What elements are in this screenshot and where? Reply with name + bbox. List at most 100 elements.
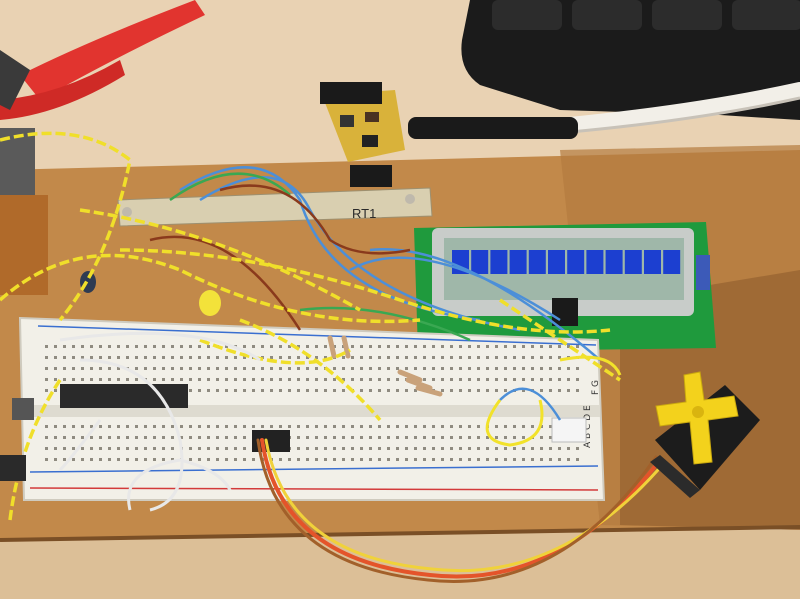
lcd-segment [624, 250, 642, 274]
breadboard-hole [198, 425, 201, 428]
breadboard-hole [216, 378, 219, 381]
breadboard-hole [297, 436, 300, 439]
breadboard-hole [306, 389, 309, 392]
breadboard-hole [378, 378, 381, 381]
breadboard-hole [369, 425, 372, 428]
breadboard-hole [315, 436, 318, 439]
breadboard-hole [189, 436, 192, 439]
breadboard-hole [225, 425, 228, 428]
breadboard-hole [243, 345, 246, 348]
breadboard-hole [342, 389, 345, 392]
breadboard-hole [558, 447, 561, 450]
breadboard-hole [324, 345, 327, 348]
breadboard-hole [495, 425, 498, 428]
breadboard-hole [567, 458, 570, 461]
breadboard-hole [198, 367, 201, 370]
breadboard-hole [72, 367, 75, 370]
breadboard-hole [306, 378, 309, 381]
breadboard-hole [216, 436, 219, 439]
breadboard-hole [468, 458, 471, 461]
push-button [12, 398, 34, 420]
breadboard-hole [126, 436, 129, 439]
breadboard-hole [297, 425, 300, 428]
keyboard-keys [492, 0, 800, 30]
breadboard-hole [396, 378, 399, 381]
breadboard-hole [459, 356, 462, 359]
breadboard-hole [360, 447, 363, 450]
breadboard-hole [81, 447, 84, 450]
breadboard-hole [306, 436, 309, 439]
breadboard-hole [216, 367, 219, 370]
breadboard-hole [414, 389, 417, 392]
breadboard-hole [522, 447, 525, 450]
breadboard-hole [333, 345, 336, 348]
breadboard-hole [549, 367, 552, 370]
breadboard-hole [135, 367, 138, 370]
breadboard-hole [279, 389, 282, 392]
breadboard-hole [207, 345, 210, 348]
breadboard-hole [549, 447, 552, 450]
breadboard-hole [351, 367, 354, 370]
breadboard-hole [396, 356, 399, 359]
breadboard-hole [207, 378, 210, 381]
servo-motor [650, 371, 760, 498]
breadboard-hole [180, 436, 183, 439]
breadboard-hole [288, 425, 291, 428]
breadboard-hole [189, 447, 192, 450]
breadboard-hole [180, 378, 183, 381]
breadboard-hole [216, 447, 219, 450]
breadboard-hole [360, 389, 363, 392]
usb-cable-white [562, 82, 800, 133]
lcd-segment [567, 250, 585, 274]
breadboard-hole [306, 356, 309, 359]
breadboard-hole [333, 378, 336, 381]
breadboard-hole [504, 378, 507, 381]
breadboard-hole [108, 367, 111, 370]
breadboard-hole [126, 345, 129, 348]
breadboard-hole [234, 436, 237, 439]
breadboard-hole [243, 378, 246, 381]
breadboard-hole [549, 356, 552, 359]
breadboard-hole [450, 458, 453, 461]
breadboard-hole [54, 458, 57, 461]
breadboard-hole [81, 345, 84, 348]
breadboard-hole [306, 345, 309, 348]
breadboard-hole [225, 356, 228, 359]
breadboard-hole [171, 378, 174, 381]
breadboard-hole [567, 389, 570, 392]
breadboard-hole [432, 367, 435, 370]
breadboard-hole [333, 447, 336, 450]
side-perfboard [0, 195, 48, 295]
breadboard-hole [495, 436, 498, 439]
breadboard-hole [108, 378, 111, 381]
breadboard-hole [396, 458, 399, 461]
row-letters-right: F G [591, 380, 601, 395]
screw-right [405, 194, 415, 204]
breadboard-hole [306, 425, 309, 428]
breadboard-hole [387, 356, 390, 359]
breadboard-hole [54, 378, 57, 381]
breadboard-hole [450, 367, 453, 370]
breadboard-hole [261, 378, 264, 381]
breadboard-hole [315, 389, 318, 392]
breadboard-hole [63, 447, 66, 450]
breadboard-hole [144, 458, 147, 461]
breadboard-hole [567, 367, 570, 370]
lcd-module [414, 222, 716, 352]
wires-yellow-loop [485, 355, 622, 447]
breadboard-hole [171, 356, 174, 359]
breadboard-hole [45, 345, 48, 348]
breadboard-hole [54, 356, 57, 359]
breadboard-hole [423, 458, 426, 461]
breadboard-hole [171, 436, 174, 439]
breadboard-hole [63, 378, 66, 381]
breadboard-hole [81, 436, 84, 439]
breadboard-hole [378, 367, 381, 370]
breadboard-hole [162, 458, 165, 461]
breadboard-hole [153, 436, 156, 439]
breadboard-hole [477, 447, 480, 450]
screw-left [122, 207, 132, 217]
breadboard-hole [396, 345, 399, 348]
breadboard-hole [477, 345, 480, 348]
breadboard-hole [405, 367, 408, 370]
